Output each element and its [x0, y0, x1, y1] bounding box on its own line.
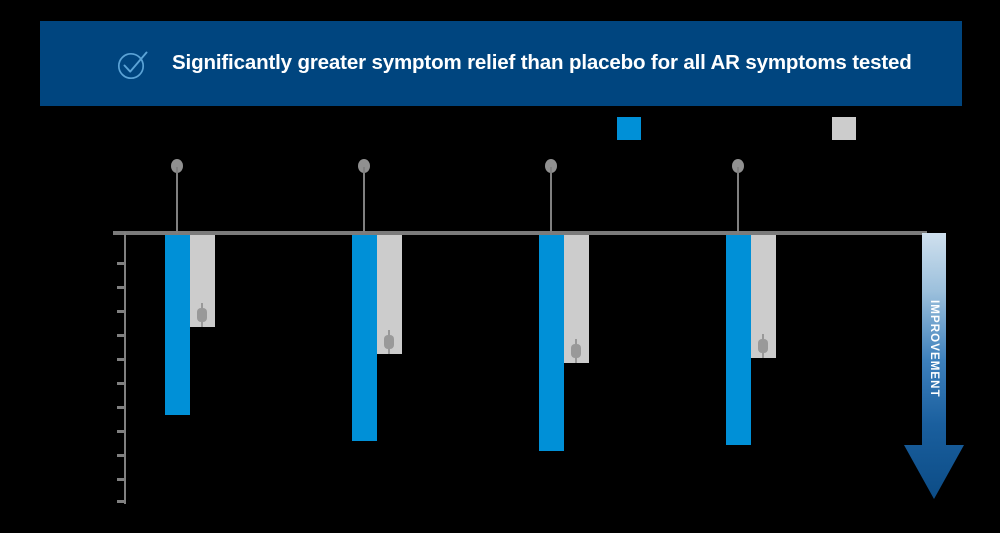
- error-bar-whisker: [201, 303, 203, 327]
- legend-item-placebo[interactable]: [832, 117, 863, 140]
- y-axis-tick: [117, 406, 126, 409]
- bar-group: [113, 0, 233, 533]
- error-bar-whisker: [762, 334, 764, 358]
- y-axis-tick: [117, 382, 126, 385]
- callout-dot: [171, 159, 183, 173]
- y-axis-tick: [117, 430, 126, 433]
- y-axis-spine: [124, 232, 126, 504]
- callout-leader-line: [363, 167, 365, 233]
- chart-legend: [0, 117, 1000, 143]
- y-axis-tick: [117, 478, 126, 481]
- callout-dot: [732, 159, 744, 173]
- callout-leader-line: [737, 167, 739, 233]
- bar-group: [300, 0, 420, 533]
- y-axis-tick: [117, 262, 126, 265]
- improvement-arrow-shape: [904, 233, 964, 499]
- bar-group: [674, 0, 794, 533]
- y-axis-tick: [117, 310, 126, 313]
- zero-axis-line: [113, 231, 927, 235]
- check-circle-icon: [117, 51, 148, 79]
- callout-leader-line: [176, 167, 178, 233]
- y-axis-tick: [117, 454, 126, 457]
- callout-leader-line: [550, 167, 552, 233]
- y-axis-tick: [117, 334, 126, 337]
- improvement-arrow: IMPROVEMENT: [901, 233, 967, 501]
- header-title: Significantly greater symptom relief tha…: [172, 51, 912, 75]
- error-bar-whisker: [575, 339, 577, 363]
- y-axis-tick: [117, 500, 126, 503]
- y-axis-tick: [117, 358, 126, 361]
- callout-dot: [358, 159, 370, 173]
- y-axis-tick: [117, 286, 126, 289]
- bar-treatment[interactable]: [352, 235, 377, 441]
- legend-swatch-placebo: [832, 117, 856, 140]
- bar-group: [487, 0, 607, 533]
- bar-treatment[interactable]: [539, 235, 564, 451]
- bar-treatment[interactable]: [726, 235, 751, 445]
- header-banner: Significantly greater symptom relief tha…: [40, 21, 962, 106]
- bar-treatment[interactable]: [165, 235, 190, 415]
- error-bar-whisker: [388, 330, 390, 354]
- legend-item-treatment[interactable]: [617, 117, 648, 140]
- callout-dot: [545, 159, 557, 173]
- legend-swatch-treatment: [617, 117, 641, 140]
